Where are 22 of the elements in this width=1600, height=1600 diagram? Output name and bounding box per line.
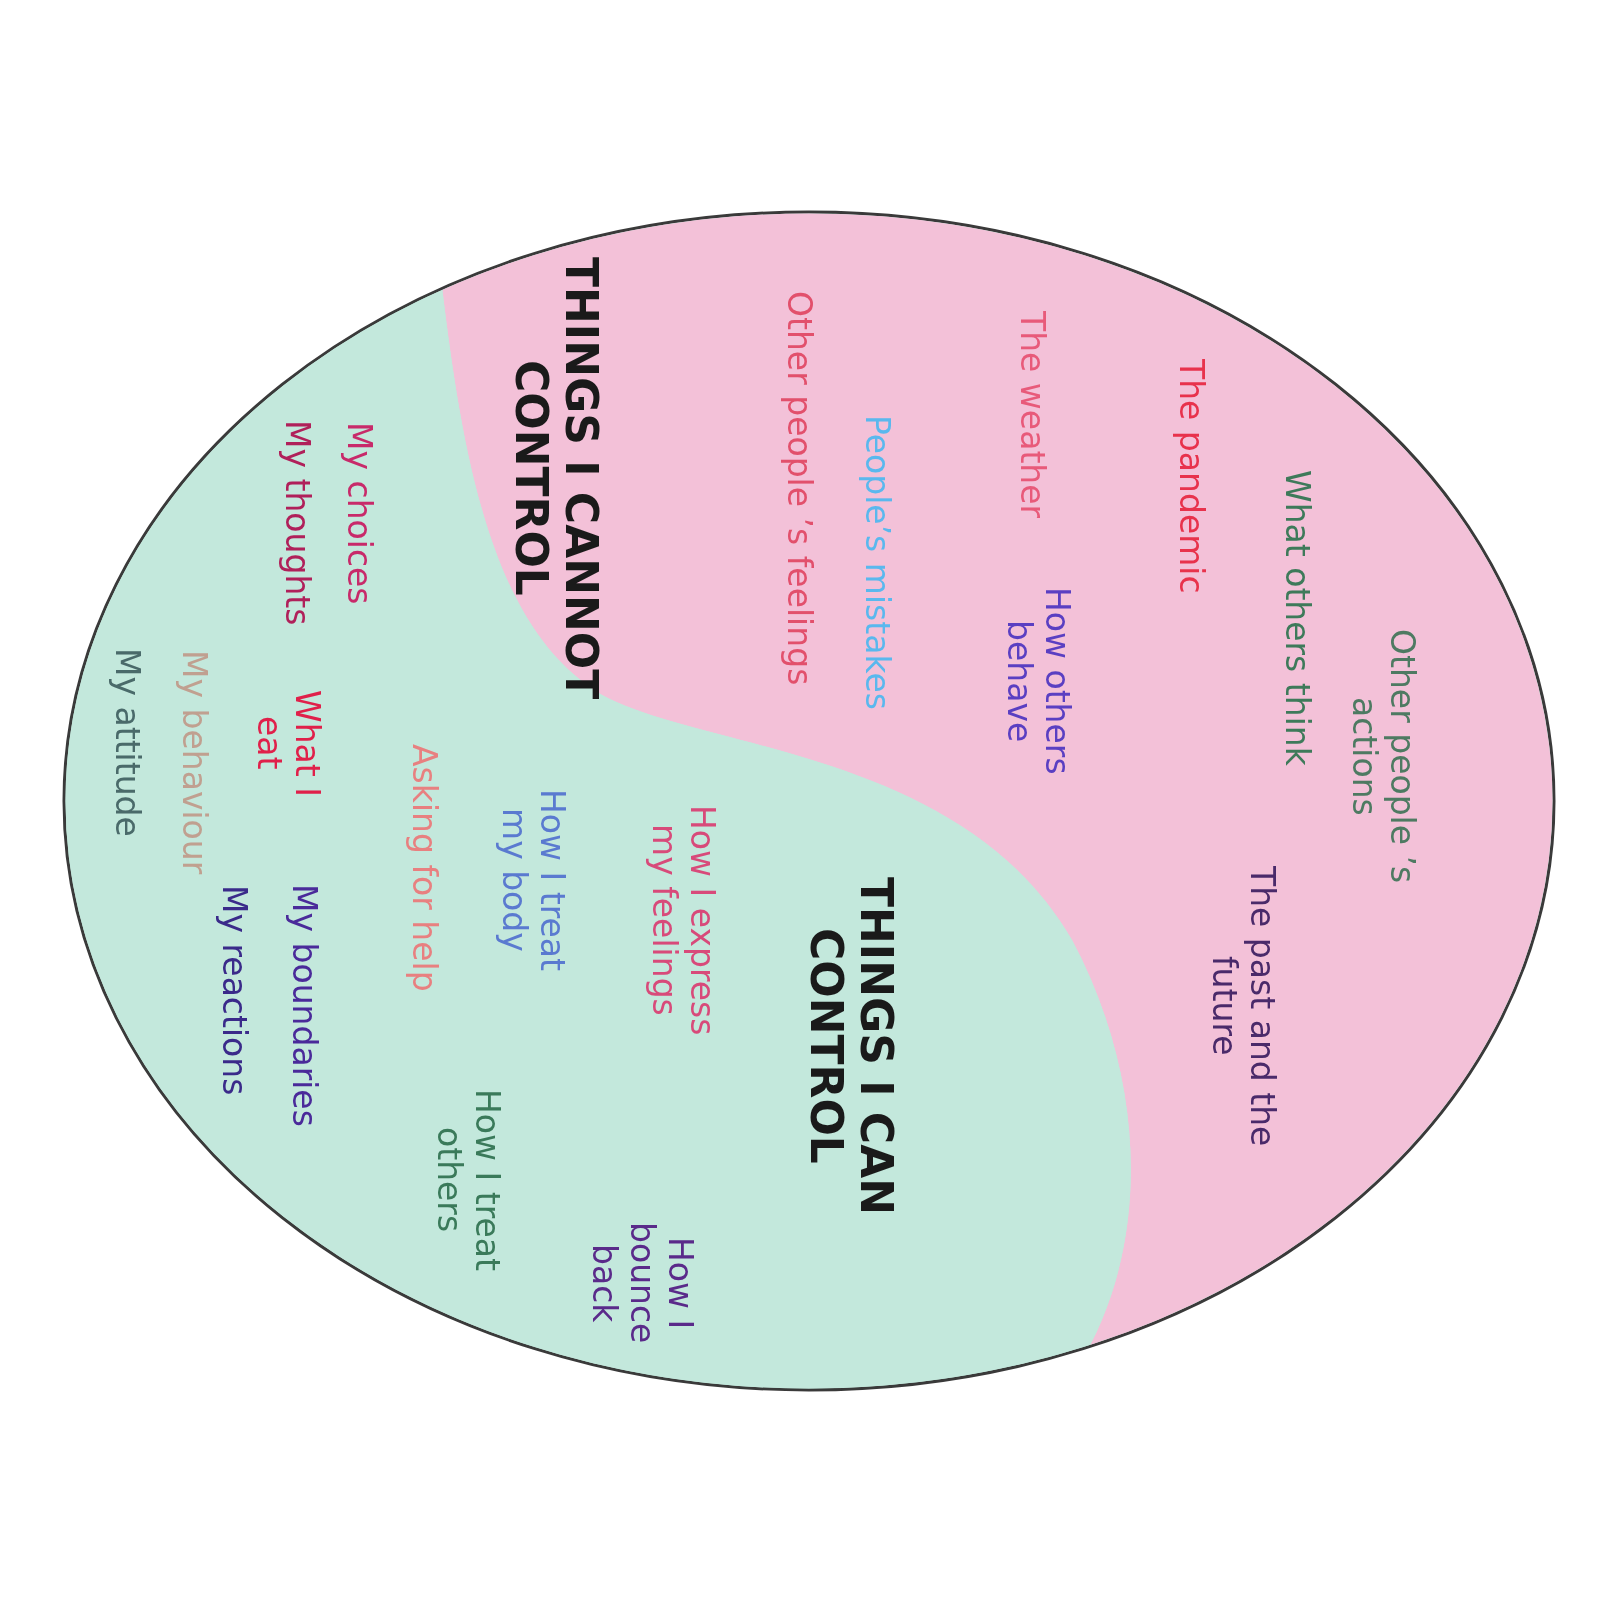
list-item-text: My choices (340, 420, 378, 607)
list-item-text: My reactions (215, 883, 253, 1098)
list-item-text: My boundaries (285, 882, 323, 1129)
list-item-text: My thoughts (278, 419, 316, 628)
list-item-text: How I bounce back (585, 1221, 699, 1346)
list-item-text: What I eat (250, 688, 326, 799)
list-item-text: The past and the future (1205, 864, 1281, 1149)
list-item-text: Other people ’s actions (1345, 627, 1421, 886)
list-item-text: How I treat others (430, 1088, 506, 1273)
list-item-text: What others think (1278, 469, 1316, 768)
list-item-text: My behaviour (175, 648, 213, 877)
list-item-text: Asking for help (405, 743, 443, 994)
section-heading: THINGS I CANNOT CONTROL (505, 255, 607, 702)
list-item-text: How I treat my body (495, 788, 571, 973)
list-item-text: How I express my feelings (645, 803, 721, 1038)
list-item-text: The weather (1013, 310, 1051, 521)
list-item-text: My attitude (108, 646, 146, 839)
list-item-text: The pandemic (1172, 357, 1210, 596)
list-item-text: How others behave (1000, 586, 1076, 777)
list-item-text: Other people ’s feelings (780, 289, 818, 688)
section-heading: THINGS I CAN CONTROL (800, 876, 902, 1217)
list-item-text: People’s mistakes (858, 413, 896, 712)
